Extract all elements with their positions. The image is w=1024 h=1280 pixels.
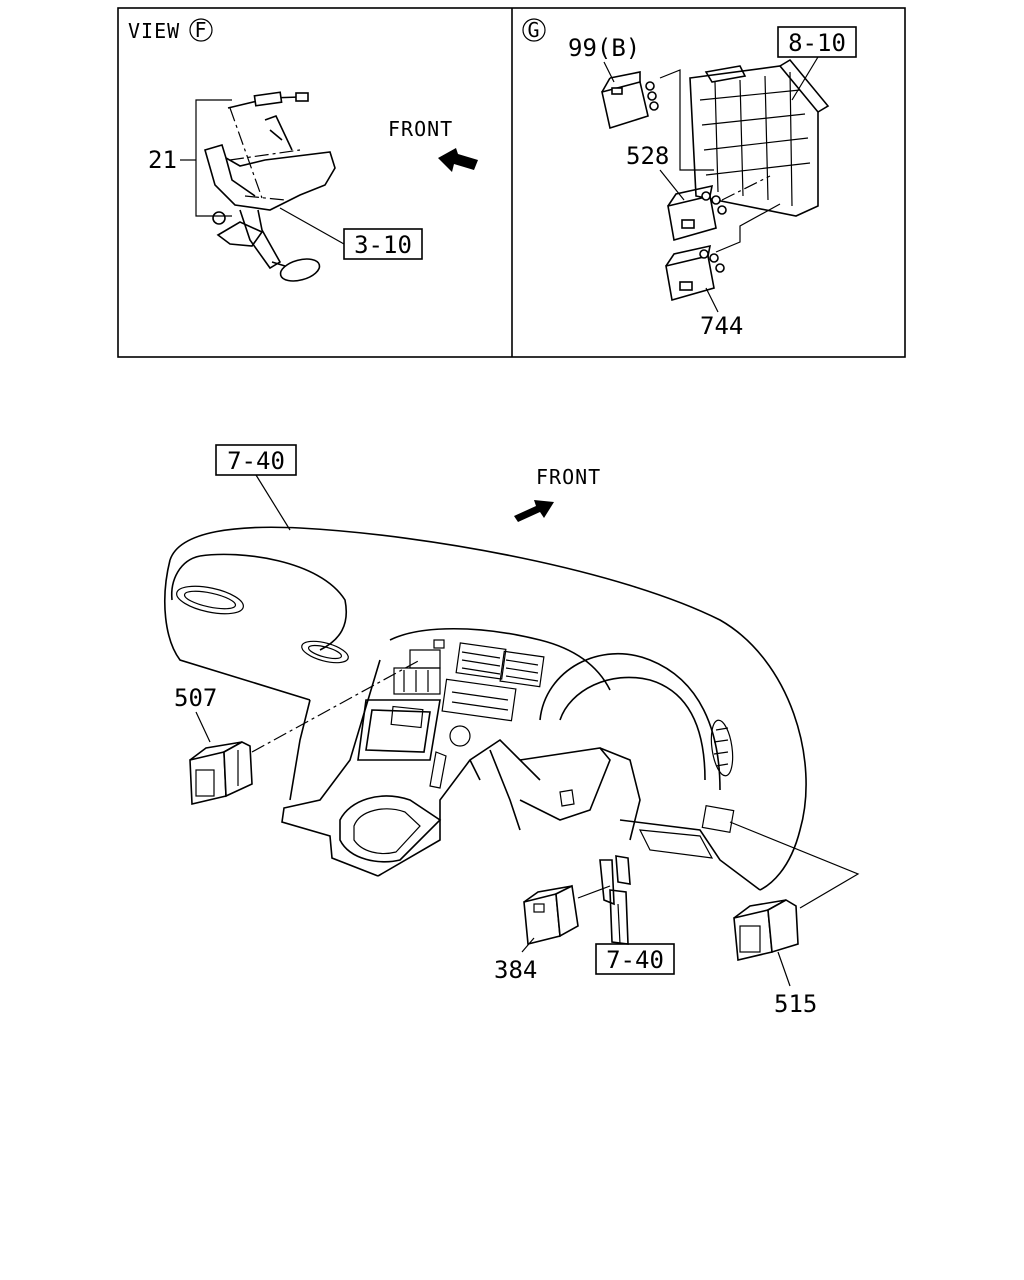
view-g-marker: G (527, 18, 540, 42)
ref-box-8-10 (777, 26, 857, 58)
brake-pedal-bracket-drawing (204, 91, 336, 282)
view-g-marker-circle (522, 18, 546, 42)
ref-7-40-bottom: 7-40 (606, 946, 664, 974)
view-f-title: VIEW (128, 19, 180, 43)
view-f-front-label: FRONT (388, 117, 453, 141)
main-front-arrow-icon (514, 500, 554, 522)
relay-528-drawing (667, 175, 771, 242)
view-f-marker-circle (189, 18, 213, 42)
view-f-front-arrow-icon (438, 148, 478, 172)
view-f-panel: VIEW F 21 3-10 FRONT (128, 18, 478, 282)
label-384: 384 (494, 956, 537, 984)
label-528: 528 (626, 142, 669, 170)
ref-box-7-40-bottom (595, 943, 675, 975)
switch-507-drawing (189, 659, 421, 805)
ref-3-10: 3-10 (354, 231, 412, 259)
inset-panels (117, 7, 906, 358)
relay-99b-drawing (601, 69, 714, 171)
switch-515-drawing (729, 821, 860, 961)
dashboard-drawing (164, 526, 807, 945)
leader-21 (195, 99, 232, 217)
label-507: 507 (174, 684, 217, 712)
relay-744-drawing (665, 203, 781, 302)
relay-box-drawing (689, 58, 830, 217)
view-f-marker: F (194, 18, 207, 42)
label-744: 744 (700, 312, 743, 340)
main-view: 7-40 FRONT (164, 444, 860, 1018)
ref-7-40-top: 7-40 (227, 447, 285, 475)
leader-3-10 (279, 207, 345, 245)
label-515: 515 (774, 990, 817, 1018)
leader-7-40-bottom (617, 903, 621, 945)
main-front-label: FRONT (536, 465, 601, 489)
switch-384-drawing (523, 884, 611, 946)
leader-7-40-top (255, 474, 291, 531)
view-g-panel: G 99(B) 8-10 (522, 18, 857, 340)
label-99b: 99(B) (568, 34, 640, 62)
label-21: 21 (148, 146, 177, 174)
ref-8-10: 8-10 (788, 29, 846, 57)
leader-8-10 (791, 56, 819, 101)
